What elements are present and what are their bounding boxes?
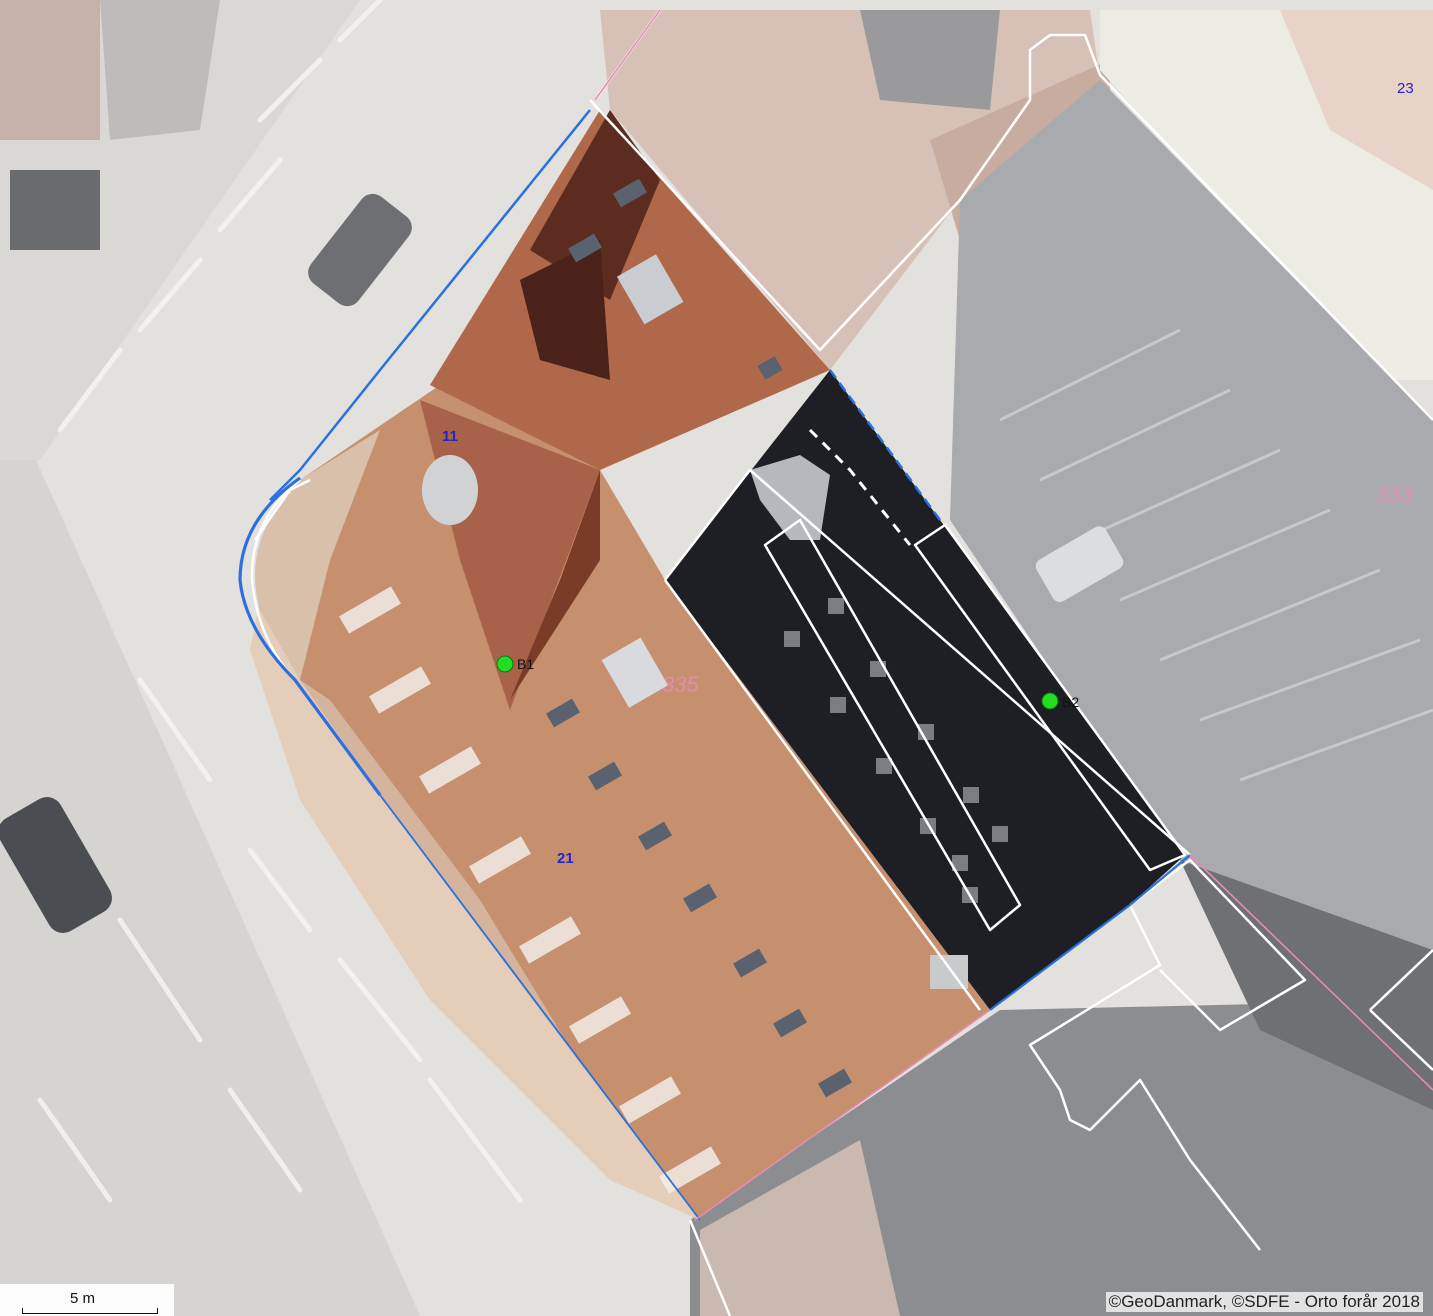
house-number-21: 21 bbox=[557, 850, 574, 867]
scale-bar: 5 m bbox=[0, 1284, 174, 1316]
scale-bar-line bbox=[22, 1308, 158, 1314]
scale-label: 5 m bbox=[70, 1290, 96, 1307]
parcel-number-335: 335 bbox=[662, 672, 699, 697]
point-b1-marker[interactable] bbox=[496, 655, 514, 673]
house-number-11: 11 bbox=[442, 428, 458, 445]
house-number-23: 23 bbox=[1397, 80, 1414, 97]
point-b1-label: B1 bbox=[517, 656, 535, 672]
map-attribution: ©GeoDanmark, ©SDFE - Orto forår 2018 bbox=[1105, 1292, 1423, 1312]
point-b2-label: B2 bbox=[1062, 694, 1080, 710]
parcel-number-333: 333 bbox=[1376, 482, 1413, 507]
point-b2-marker[interactable] bbox=[1041, 692, 1059, 710]
